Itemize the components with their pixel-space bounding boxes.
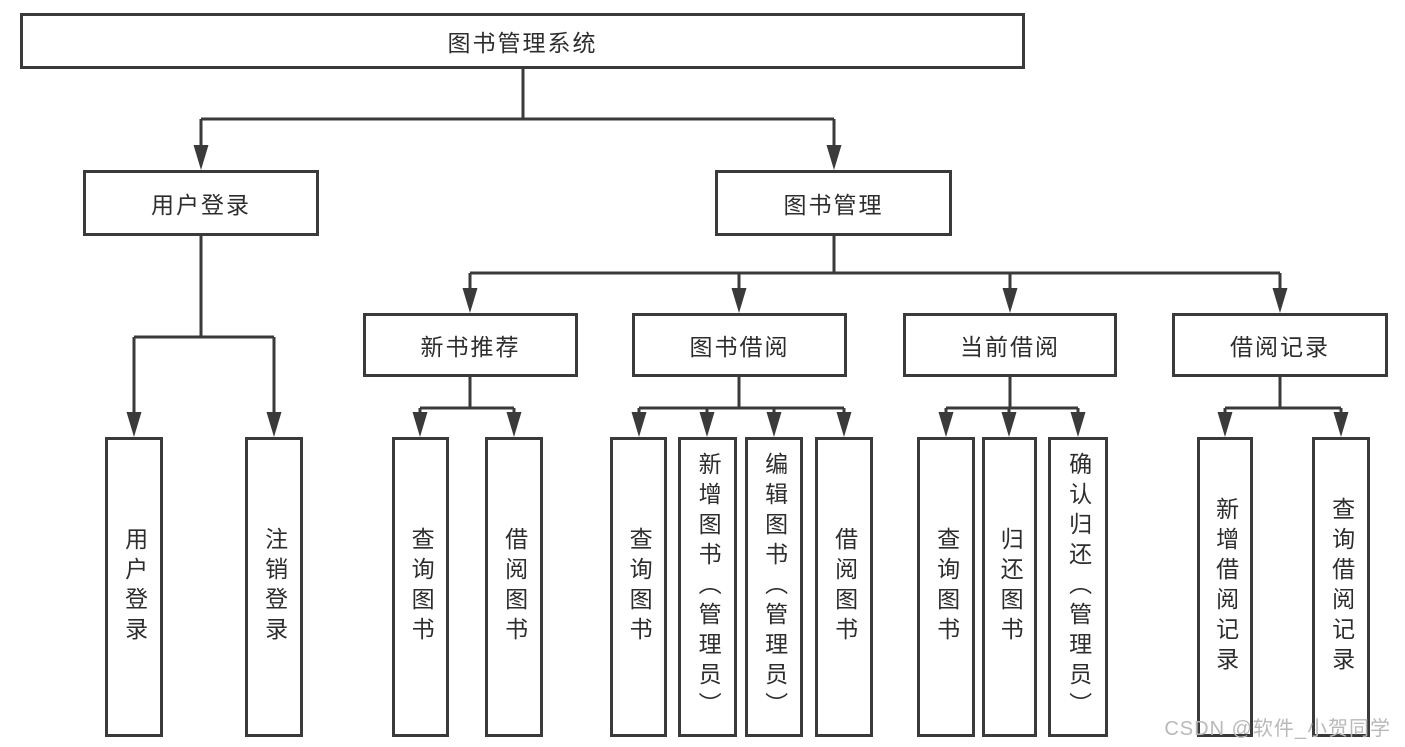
node-borrow-record: 借阅记录 — [1172, 313, 1388, 377]
node-root-system: 图书管理系统 — [20, 13, 1025, 69]
node-leaf-add-book-admin-label: 新增图书（管理员） — [695, 452, 722, 722]
node-leaf-return-book-label: 归还图书 — [997, 527, 1024, 647]
node-current-borrow: 当前借阅 — [903, 313, 1117, 377]
node-leaf-logout: 注销登录 — [245, 437, 303, 737]
node-leaf-add-borrow-record: 新增借阅记录 — [1197, 437, 1253, 737]
node-leaf-query-borrow-record-label: 查询借阅记录 — [1328, 497, 1355, 677]
connector-book-borrow-to-leaves — [631, 377, 852, 437]
node-leaf-user-login: 用户登录 — [105, 437, 163, 737]
connector-user-login-to-leaves — [126, 236, 282, 437]
node-user-login: 用户登录 — [83, 170, 319, 236]
arrow-head-icon — [699, 412, 715, 437]
node-leaf-borrow-book-recommend: 借阅图书 — [485, 437, 543, 737]
arrow-head-icon — [1217, 412, 1233, 437]
node-leaf-confirm-return-admin-label: 确认归还（管理员） — [1065, 452, 1092, 722]
node-leaf-add-book-admin: 新增图书（管理员） — [678, 437, 737, 737]
node-book-management-label: 图书管理 — [783, 192, 884, 218]
node-leaf-return-book: 归还图书 — [982, 437, 1037, 737]
node-new-book-recommend: 新书推荐 — [363, 313, 578, 377]
node-leaf-query-book-borrow: 查询图书 — [610, 437, 667, 737]
arrow-head-icon — [938, 412, 954, 437]
node-leaf-edit-book-admin-label: 编辑图书（管理员） — [761, 452, 788, 722]
arrow-head-icon — [1333, 412, 1349, 437]
arrow-head-icon — [412, 412, 428, 437]
arrow-head-icon — [193, 145, 209, 170]
node-leaf-add-borrow-record-label: 新增借阅记录 — [1212, 497, 1239, 677]
node-leaf-borrow-book-recommend-label: 借阅图书 — [501, 527, 528, 647]
arrow-head-icon — [1002, 288, 1018, 313]
arrow-head-icon — [826, 145, 842, 170]
node-leaf-query-book-current: 查询图书 — [917, 437, 975, 737]
node-leaf-query-book-recommend: 查询图书 — [392, 437, 449, 737]
connector-borrow-record-to-leaves — [1217, 377, 1349, 437]
node-book-borrow-label: 图书借阅 — [689, 334, 790, 360]
node-leaf-query-book-current-label: 查询图书 — [933, 527, 960, 647]
arrow-head-icon — [731, 288, 747, 313]
arrow-head-icon — [836, 412, 852, 437]
arrow-head-icon — [266, 412, 282, 437]
node-current-borrow-label: 当前借阅 — [960, 334, 1060, 360]
arrow-head-icon — [462, 288, 478, 313]
node-leaf-query-borrow-record: 查询借阅记录 — [1312, 437, 1370, 737]
node-book-borrow: 图书借阅 — [632, 313, 847, 377]
node-leaf-user-login-label: 用户登录 — [121, 527, 148, 647]
connector-book-management-to-level3 — [462, 236, 1288, 313]
arrow-head-icon — [631, 412, 647, 437]
arrow-head-icon — [766, 412, 782, 437]
node-user-login-label: 用户登录 — [151, 192, 251, 218]
arrow-head-icon — [1070, 412, 1086, 437]
csdn-watermark: CSDN @软件_小贺同学 — [1164, 718, 1391, 740]
node-leaf-query-book-borrow-label: 查询图书 — [626, 527, 653, 647]
node-new-book-recommend-label: 新书推荐 — [420, 334, 521, 360]
node-leaf-edit-book-admin: 编辑图书（管理员） — [745, 437, 803, 737]
connector-new-book-to-leaves — [412, 377, 522, 437]
arrow-head-icon — [126, 412, 142, 437]
node-borrow-record-label: 借阅记录 — [1230, 334, 1330, 360]
node-book-management: 图书管理 — [715, 170, 952, 236]
connector-current-borrow-to-leaves — [938, 377, 1086, 437]
arrow-head-icon — [1001, 412, 1017, 437]
node-leaf-borrow-book-borrow: 借阅图书 — [815, 437, 873, 737]
node-leaf-logout-label: 注销登录 — [261, 527, 288, 647]
node-leaf-query-book-recommend-label: 查询图书 — [408, 527, 435, 647]
node-leaf-borrow-book-borrow-label: 借阅图书 — [831, 527, 858, 647]
arrow-head-icon — [1272, 288, 1288, 313]
connector-root-to-level2 — [193, 69, 842, 170]
node-leaf-confirm-return-admin: 确认归还（管理员） — [1048, 437, 1108, 737]
arrow-head-icon — [506, 412, 522, 437]
node-root-system-label: 图书管理系统 — [447, 30, 598, 56]
